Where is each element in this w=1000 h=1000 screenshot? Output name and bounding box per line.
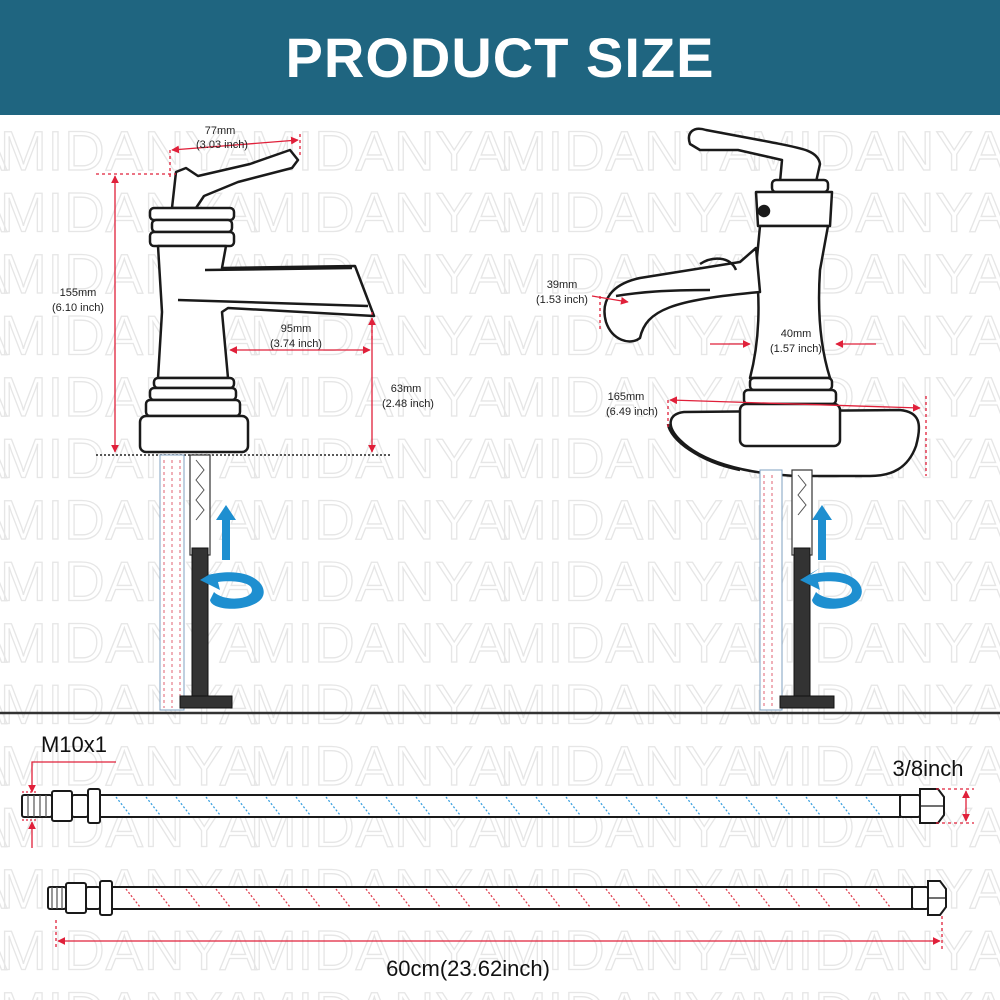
watermark-text: MIDANYA — [250, 919, 508, 982]
hose-hot-water — [47, 880, 947, 916]
watermark-text: MIDANYA — [0, 242, 8, 305]
right-faucet-angled-view — [603, 127, 842, 448]
left-faucet-body — [156, 244, 376, 380]
watermark-text: MIDANYA — [0, 611, 8, 674]
handle-width-mm: 77mm — [205, 125, 236, 137]
header-banner: PRODUCT SIZE — [0, 0, 1000, 115]
watermark-text: MIDANYA — [500, 734, 758, 797]
right-faucet-body — [748, 224, 832, 380]
watermark-text: MIDANYA — [0, 919, 258, 982]
left-faucet-handle — [170, 148, 300, 210]
watermark-text: MIDANYA — [500, 181, 758, 244]
spout-width-inch: (1.53 inch) — [536, 294, 588, 306]
watermark-text: MIDANYA — [0, 119, 8, 182]
watermark-text: MIDANYA — [0, 427, 8, 490]
right-faucet-spout — [603, 246, 762, 343]
deck-plate-inch: (6.49 inch) — [606, 406, 658, 418]
watermark-text: MIDANYA — [750, 488, 1000, 551]
watermark-text: MIDANYA — [250, 673, 508, 736]
left-dimension-lines — [96, 134, 376, 453]
watermark-text: MIDANYA — [500, 980, 758, 1000]
height-inch: (6.10 inch) — [52, 302, 104, 314]
watermark-layer: MIDANYAMIDANYAMIDANYAMIDANYAMIDANYAMIDAN… — [0, 118, 1000, 1000]
watermark-text: MIDANYA — [250, 550, 508, 613]
connector-size-label: 3/8inch — [893, 756, 964, 781]
watermark-text: MIDANYA — [500, 488, 758, 551]
watermark-text: MIDANYA — [500, 919, 758, 982]
watermark-text: MIDANYA — [0, 550, 8, 613]
watermark-text: MIDANYA — [250, 304, 508, 367]
watermark-text: MIDANYA — [0, 980, 8, 1000]
watermark-text: MIDANYA — [250, 611, 508, 674]
watermark-text: MIDANYA — [750, 980, 1000, 1000]
height-mm: 155mm — [60, 287, 97, 299]
watermark-text: MIDANYA — [750, 734, 1000, 797]
hose-dimension-lines — [22, 761, 974, 950]
watermark-text: MIDANYA — [0, 304, 8, 367]
watermark-text: MIDANYA — [0, 734, 8, 797]
watermark-text: MIDANYA — [250, 980, 508, 1000]
spout-height-mm: 63mm — [391, 383, 422, 395]
product-size-diagram: MIDANYAMIDANYAMIDANYAMIDANYAMIDANYAMIDAN… — [0, 118, 1000, 1000]
right-mounting-hardware — [759, 469, 862, 711]
page-title: PRODUCT SIZE — [285, 26, 715, 89]
hose-length-label: 60cm(23.62inch) — [386, 956, 550, 981]
watermark-text: MIDANYA — [0, 488, 258, 551]
watermark-text: MIDANYA — [0, 673, 8, 736]
right-dimension-labels: 39mm (1.53 inch) 40mm (1.57 inch) 165mm … — [536, 279, 822, 418]
left-mounting-hardware — [159, 454, 264, 711]
watermark-text: MIDANYA — [0, 857, 8, 920]
hose-cold-water — [21, 788, 945, 824]
left-faucet-side-view — [138, 148, 376, 454]
thread-size-label: M10x1 — [41, 732, 107, 757]
handle-width-inch: (3.03 inch) — [196, 139, 248, 151]
spout-reach-inch: (3.74 inch) — [270, 338, 322, 350]
watermark-text: MIDANYA — [500, 673, 758, 736]
watermark-text: MIDANYA — [500, 550, 758, 613]
base-diameter-inch: (1.57 inch) — [770, 343, 822, 355]
watermark-text: MIDANYA — [500, 611, 758, 674]
watermark-text: MIDANYA — [250, 734, 508, 797]
watermark-text: MIDANYA — [750, 550, 1000, 613]
watermark-text: MIDANYA — [0, 181, 8, 244]
watermark-text: MIDANYA — [0, 488, 8, 551]
watermark-text: MIDANYA — [0, 734, 258, 797]
spout-width-mm: 39mm — [547, 279, 578, 291]
watermark-text: MIDANYA — [250, 488, 508, 551]
left-dimension-labels: 77mm (3.03 inch) 155mm (6.10 inch) 95mm … — [52, 125, 434, 410]
watermark-text: MIDANYA — [0, 365, 8, 428]
watermark-text: MIDANYA — [250, 181, 508, 244]
spout-height-inch: (2.48 inch) — [382, 398, 434, 410]
watermark-text: MIDANYA — [0, 796, 8, 859]
spout-reach-mm: 95mm — [281, 323, 312, 335]
watermark-text: MIDANYA — [750, 919, 1000, 982]
deck-plate-mm: 165mm — [608, 391, 645, 403]
watermark-text: MIDANYA — [250, 365, 508, 428]
watermark-text: MIDANYA — [0, 611, 258, 674]
base-diameter-mm: 40mm — [781, 328, 812, 340]
right-dimension-lines — [591, 295, 927, 476]
watermark-text: MIDANYA — [0, 919, 8, 982]
watermark-text: MIDANYA — [0, 980, 258, 1000]
watermark-text: MIDANYA — [750, 611, 1000, 674]
watermark-text: MIDANYA — [250, 427, 508, 490]
